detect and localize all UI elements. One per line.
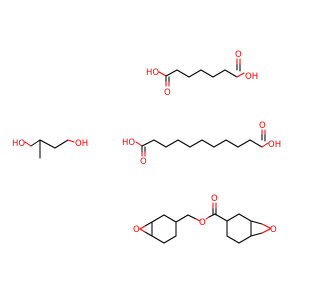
butanediol-ho-label: HO [12,139,25,149]
azelaic-oxygen-top-label: O [259,121,266,131]
molecule-drawing: HO O OH O HO OH [12,50,281,244]
butanediol-molecule: HO OH [12,139,88,159]
structure-canvas: HO O OH O HO OH [12,50,281,244]
adipic-oxygen-label: O [164,88,171,98]
azelaic-acid-molecule: HO O O OH [122,121,281,167]
adipic-ho-label: HO [146,68,159,78]
azelaic-ho-label: HO [122,138,135,148]
adipic-oxygen-top-label: O [235,50,242,60]
azelaic-oh-label: OH [268,140,281,150]
epoxy-oxygen-right-label: O [270,225,277,235]
adipic-acid-molecule: HO O OH O [146,50,258,98]
ester-oxygen-label: O [199,218,206,228]
carbonyl-oxygen-label: O [211,194,218,204]
azelaic-oxygen-bottom-label: O [140,157,147,167]
adipic-oh-label: OH [245,72,258,82]
epoxy-ester-molecule: O O O O [133,194,277,244]
epoxy-oxygen-left-label: O [133,225,140,235]
butanediol-oh-label: OH [75,139,88,149]
